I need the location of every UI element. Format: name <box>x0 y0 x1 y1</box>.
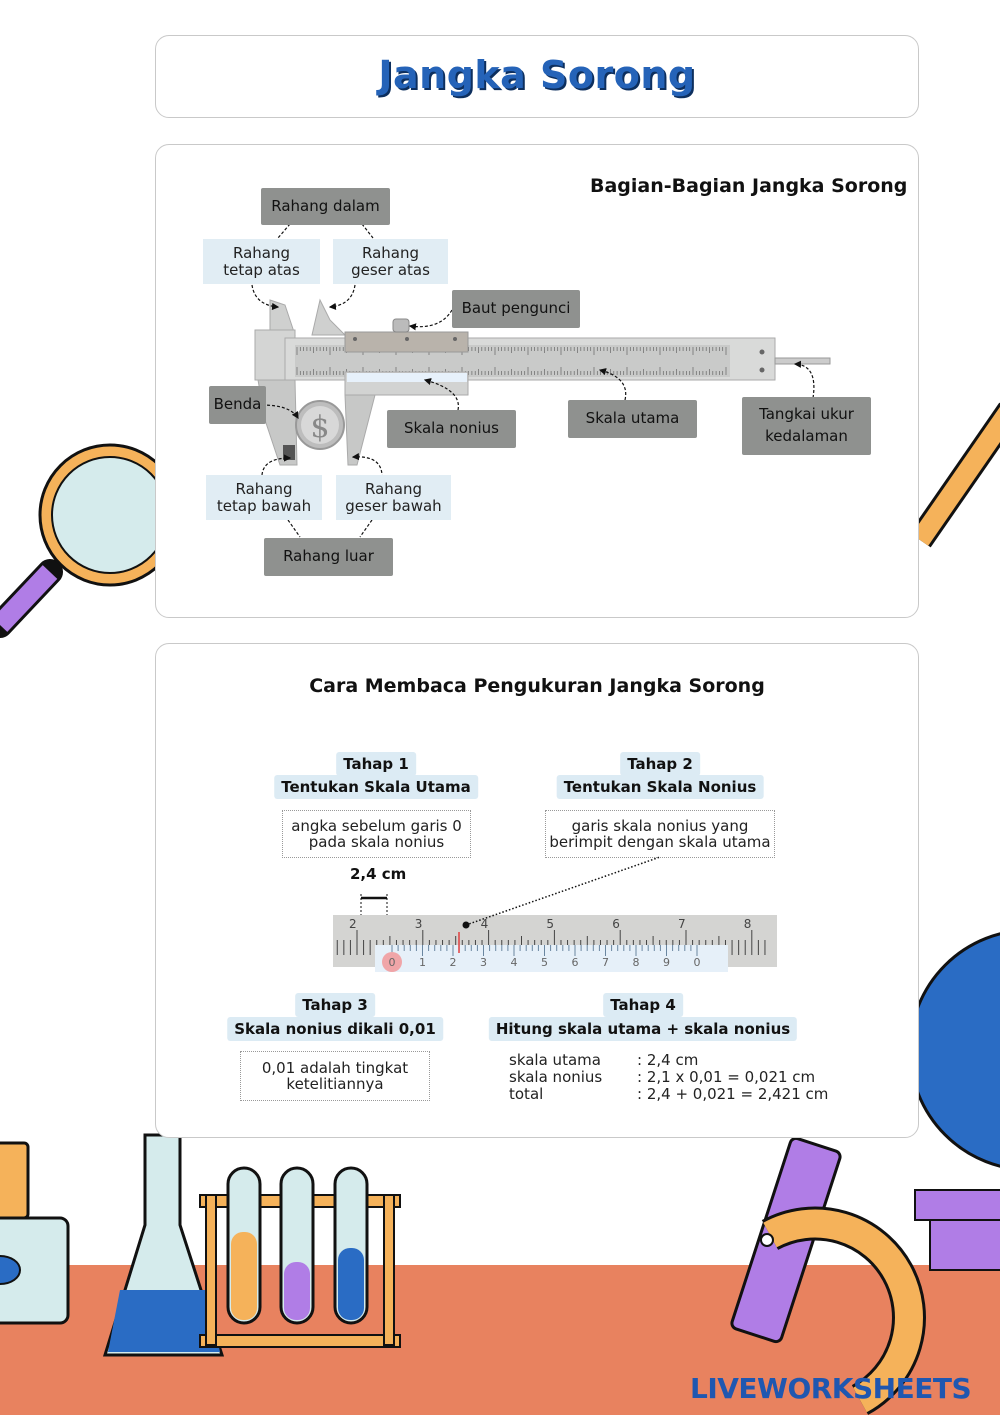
nonius-scale-number: 8 <box>633 956 640 969</box>
jar-icon <box>0 1141 70 1325</box>
test-tubes-icon <box>199 1166 401 1348</box>
step3-title: Skala nonius dikali 0,01 <box>227 1017 443 1041</box>
nonius-scale-number: 6 <box>572 956 579 969</box>
coin-icon: $ <box>295 400 345 450</box>
label-rahang-luar: Rahang luar <box>264 538 393 576</box>
title-card: Jangka Sorong <box>155 35 919 118</box>
nonius-scale-number: 2 <box>450 956 457 969</box>
main-scale-number: 8 <box>744 917 752 931</box>
main-scale-number: 7 <box>678 917 686 931</box>
calc-row: skala nonius: 2,1 x 0,01 = 0,021 cm <box>509 1068 816 1086</box>
calc-row: total: 2,4 + 0,021 = 2,421 cm <box>509 1085 829 1103</box>
step1-title: Tentukan Skala Utama <box>274 775 478 799</box>
main-scale-number: 4 <box>481 917 489 931</box>
calculation: skala utama: 2,4 cm skala nonius: 2,1 x … <box>509 1052 828 1103</box>
nonius-scale-number: 9 <box>663 956 670 969</box>
magnifier-icon <box>0 443 182 638</box>
label-benda: Benda <box>209 386 266 424</box>
step2-title: Tentukan Skala Nonius <box>556 775 764 799</box>
label-skala-nonius: Skala nonius <box>387 410 516 448</box>
pencil-icon <box>909 402 1000 548</box>
calc-row: skala utama: 2,4 cm <box>509 1051 699 1069</box>
flask-icon <box>102 1133 225 1357</box>
nonius-scale-number: 1 <box>419 956 426 969</box>
reading-heading: Cara Membaca Pengukuran Jangka Sorong <box>309 675 765 697</box>
caliper-illustration: $ <box>251 223 831 538</box>
step3-tag: Tahap 3 <box>295 993 375 1017</box>
microscope-icon <box>730 1136 926 1415</box>
label-rahang-dalam: Rahang dalam <box>261 188 390 225</box>
nonius-scale-number: 0 <box>694 956 701 969</box>
nonius-scale-number: 4 <box>511 956 518 969</box>
measure-label: 2,4 cm <box>350 865 407 883</box>
nonius-scale-number: 0 <box>389 956 396 969</box>
main-scale-number: 6 <box>612 917 620 931</box>
nonius-scale-number: 5 <box>541 956 548 969</box>
nonius-scale-number: 3 <box>480 956 487 969</box>
step4-title: Hitung skala utama + skala nonius <box>488 1017 798 1041</box>
scale-reading-illustration: 2 3 4 5 6 7 8 0 1 2 3 4 5 6 7 8 9 0 <box>333 856 777 972</box>
label-skala-utama: Skala utama <box>568 400 697 438</box>
main-scale-number: 3 <box>415 917 423 931</box>
svg-text:$: $ <box>310 410 329 445</box>
main-scale-number: 2 <box>349 917 357 931</box>
page-title: Jangka Sorong <box>378 53 696 97</box>
step1-tag: Tahap 1 <box>336 752 416 776</box>
nonius-scale-number: 7 <box>602 956 609 969</box>
reading-card <box>155 643 919 1138</box>
step4-tag: Tahap 4 <box>603 993 683 1017</box>
main-scale-number: 5 <box>546 917 554 931</box>
step2-tag: Tahap 2 <box>620 752 700 776</box>
parts-heading: Bagian-Bagian Jangka Sorong <box>590 175 908 197</box>
label-baut-pengunci: Baut pengunci <box>452 290 580 328</box>
liveworksheets-logo[interactable]: LIVEWORKSHEETS <box>690 1372 972 1405</box>
